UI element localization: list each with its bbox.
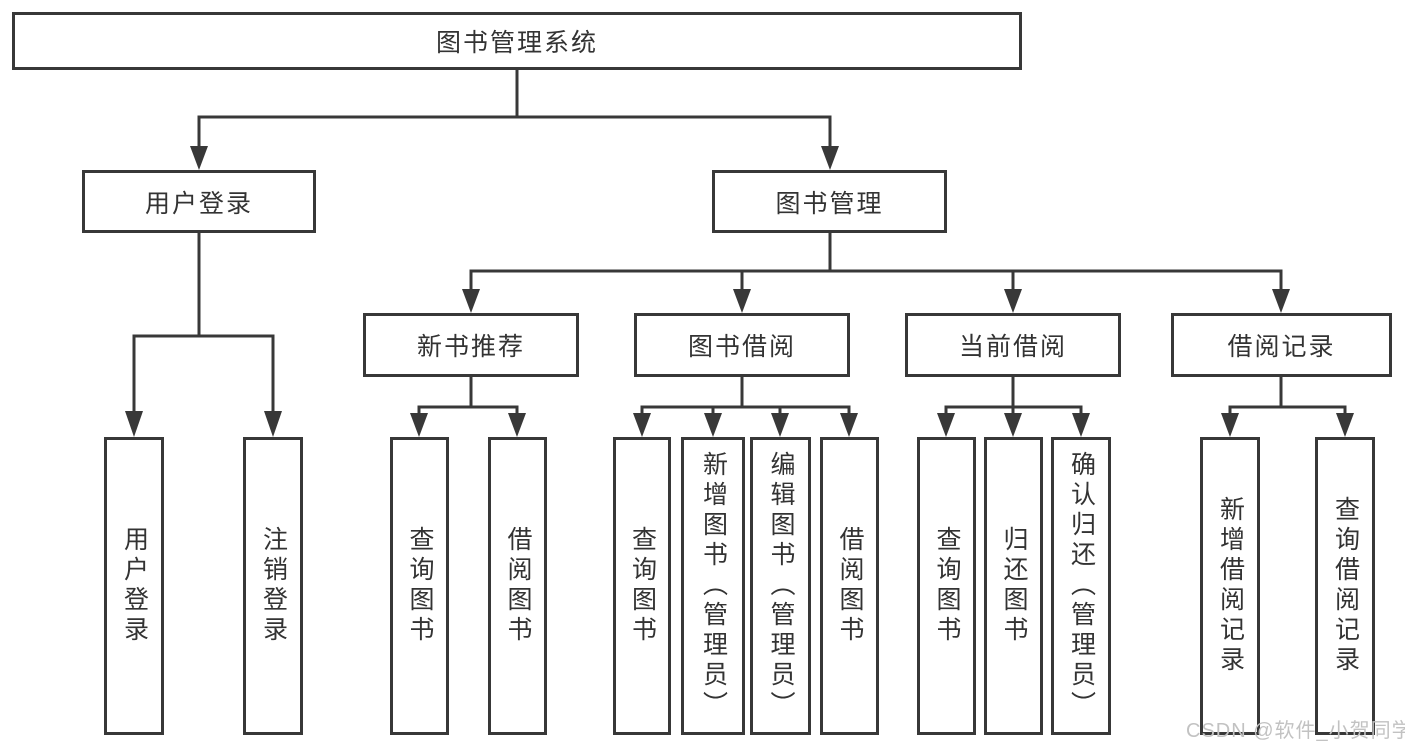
leaf-newbook-query-book: 查询图书 — [390, 437, 449, 735]
node-borrow-records: 借阅记录 — [1171, 313, 1392, 377]
leaf-records-query-record-label: 查询借阅记录 — [1331, 496, 1360, 676]
node-new-book-recommend: 新书推荐 — [363, 313, 579, 377]
leaf-borrow-edit-book-admin: 编辑图书（管理员） — [750, 437, 811, 735]
leaf-user-login-label: 用户登录 — [120, 526, 149, 646]
leaf-current-confirm-return-admin-label: 确认归还（管理员） — [1067, 451, 1096, 721]
leaf-records-add-record-label: 新增借阅记录 — [1216, 496, 1245, 676]
node-root: 图书管理系统 — [12, 12, 1022, 70]
leaf-borrow-edit-book-admin-label: 编辑图书（管理员） — [767, 451, 795, 721]
leaf-logout: 注销登录 — [243, 437, 303, 735]
arrowheads — [125, 146, 1354, 437]
node-user-login-label: 用户登录 — [144, 189, 253, 218]
csdn-watermark: CSDN @软件_小贺同学 — [1186, 720, 1405, 742]
leaf-current-query-book: 查询图书 — [917, 437, 976, 735]
leaf-newbook-query-book-label: 查询图书 — [406, 526, 434, 646]
leaf-current-confirm-return-admin: 确认归还（管理员） — [1051, 437, 1111, 735]
leaf-records-add-record: 新增借阅记录 — [1200, 437, 1260, 735]
node-current-borrow: 当前借阅 — [905, 313, 1121, 377]
node-new-book-recommend-label: 新书推荐 — [416, 333, 525, 361]
node-borrow-records-label: 借阅记录 — [1227, 333, 1336, 361]
leaf-borrow-query-book-label: 查询图书 — [628, 526, 657, 646]
leaf-user-login: 用户登录 — [104, 437, 164, 735]
leaf-borrow-borrow-book: 借阅图书 — [820, 437, 879, 735]
leaf-borrow-add-book-admin: 新增图书（管理员） — [681, 437, 745, 735]
node-current-borrow-label: 当前借阅 — [958, 333, 1067, 361]
node-book-borrow: 图书借阅 — [634, 313, 850, 377]
leaf-current-query-book-label: 查询图书 — [933, 526, 961, 646]
leaf-current-return-book: 归还图书 — [984, 437, 1043, 735]
leaf-records-query-record: 查询借阅记录 — [1315, 437, 1375, 735]
leaf-borrow-add-book-admin-label: 新增图书（管理员） — [699, 451, 728, 721]
node-book-management: 图书管理 — [712, 170, 947, 233]
leaf-borrow-borrow-book-label: 借阅图书 — [836, 526, 864, 646]
leaf-newbook-borrow-book: 借阅图书 — [488, 437, 547, 735]
leaf-newbook-borrow-book-label: 借阅图书 — [504, 526, 532, 646]
connector-paths — [132, 70, 1347, 415]
leaf-logout-label: 注销登录 — [259, 526, 288, 646]
node-user-login: 用户登录 — [82, 170, 316, 233]
node-book-management-label: 图书管理 — [775, 189, 884, 218]
leaf-current-return-book-label: 归还图书 — [1000, 526, 1028, 646]
leaf-borrow-query-book: 查询图书 — [613, 437, 671, 735]
node-book-borrow-label: 图书借阅 — [687, 333, 796, 361]
node-root-label: 图书管理系统 — [435, 29, 598, 57]
